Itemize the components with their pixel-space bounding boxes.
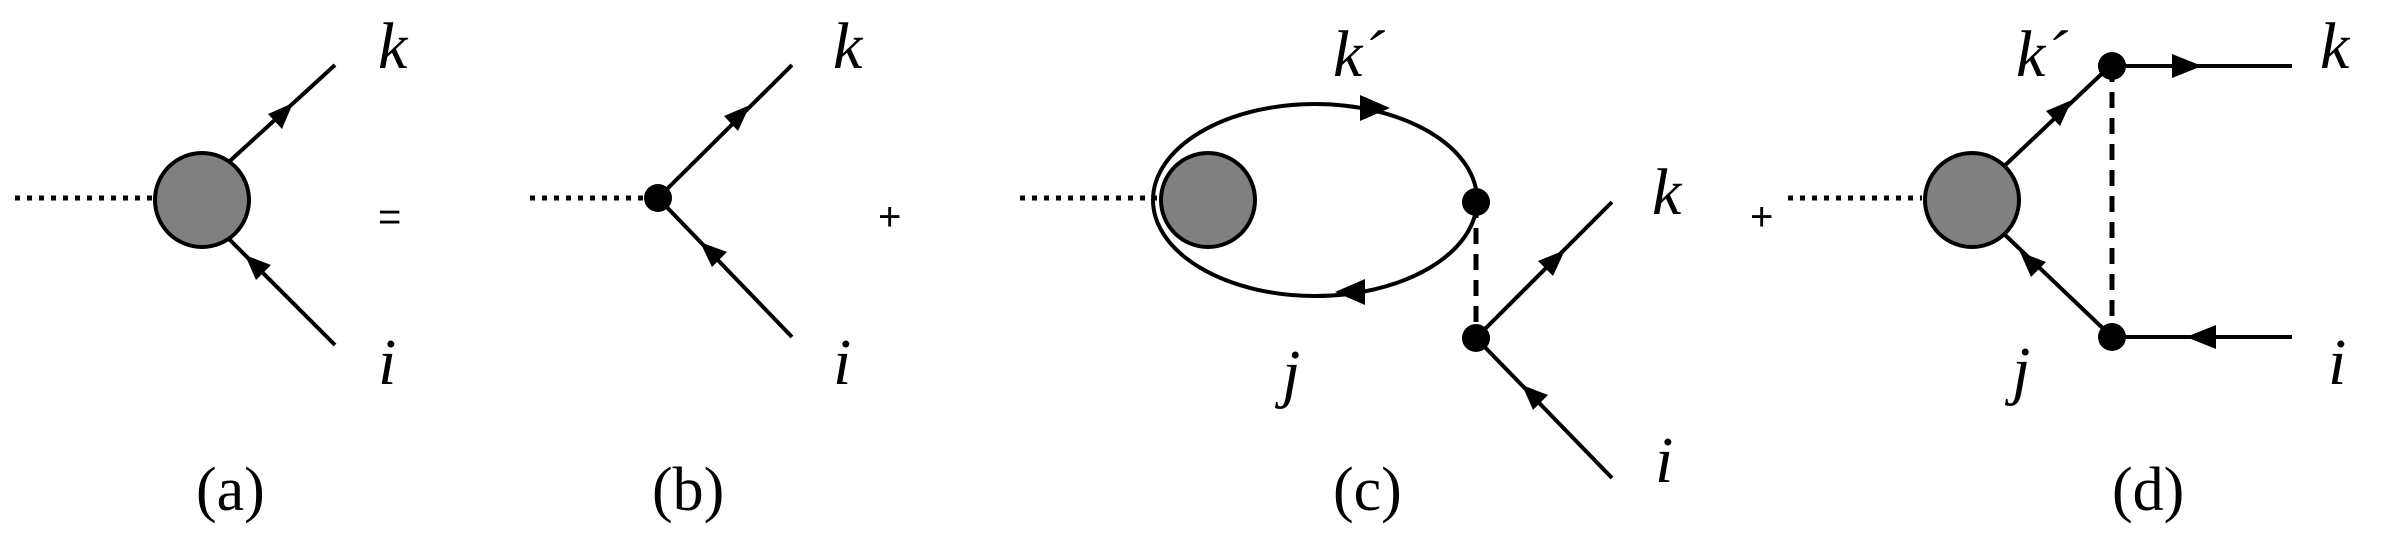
panel-c-external-vertex-dot	[1462, 324, 1490, 352]
panel-a-vertex-blob	[153, 151, 251, 249]
plus-sign-b-c: +	[878, 195, 901, 239]
plus-sign-c-d: +	[1750, 195, 1773, 239]
panel-a-arrow-in	[245, 255, 271, 280]
panel-c-loop-arrow-top	[1360, 95, 1390, 121]
panel-b-outgoing-line	[656, 63, 794, 200]
panel-d-arrow-in	[2186, 325, 2216, 349]
panel-a-label-i: i	[378, 326, 396, 399]
panel-c-label-i: i	[1655, 424, 1673, 497]
panel-d-label-k-prime: k´	[2016, 18, 2068, 91]
panel-c-arrow-out	[1538, 250, 1565, 276]
panel-c-arrow-in	[1522, 385, 1548, 410]
panel-c-loop-arrow-bottom	[1335, 279, 1365, 305]
panel-d-label-k: k	[2320, 10, 2351, 83]
panel-b-arrow-out	[724, 105, 750, 131]
panel-d-lower-vertex-dot	[2098, 323, 2126, 351]
panel-b-vertex-dot	[644, 184, 672, 212]
panel-d-upper-vertex-dot	[2098, 52, 2126, 80]
panel-c-outgoing-line	[1474, 200, 1614, 340]
panel-a-caption: (a)	[196, 456, 265, 524]
panel-c-incoming-line	[1474, 336, 1614, 480]
panel-b-label-k: k	[833, 10, 864, 83]
panel-d-arrow-lower	[2020, 252, 2046, 277]
panel-a-arrow-out	[268, 103, 293, 129]
panel-d-caption: (d)	[2112, 456, 2184, 524]
panel-a: k i (a)	[15, 10, 409, 524]
panel-c-label-k: k	[1652, 156, 1683, 229]
panel-c-caption: (c)	[1333, 456, 1402, 524]
panel-b-caption: (b)	[652, 456, 724, 524]
panel-a-incoming-line	[223, 233, 337, 347]
panel-b-arrow-in	[700, 242, 727, 267]
panel-b-label-i: i	[833, 326, 851, 399]
panel-c-label-k-prime: k´	[1333, 18, 1385, 91]
panel-d-label-j: j	[2004, 334, 2030, 407]
panel-a-label-k: k	[378, 10, 409, 83]
panel-d: k´ j k i (d)	[1788, 10, 2351, 524]
panel-d-lower-line	[2000, 230, 2114, 339]
panel-d-label-i: i	[2328, 326, 2346, 399]
panel-d-vertex-blob	[1923, 151, 2021, 249]
panel-b: k i (b)	[530, 10, 864, 524]
panel-b-incoming-line	[656, 196, 794, 339]
panel-c: k´ j k i (c)	[1020, 18, 1683, 524]
panel-d-arrow-upper	[2046, 100, 2072, 126]
panel-c-label-j: j	[1274, 337, 1300, 410]
panel-d-arrow-out	[2172, 54, 2202, 78]
equals-sign: =	[378, 195, 401, 239]
panel-c-vertex-blob	[1159, 151, 1257, 249]
